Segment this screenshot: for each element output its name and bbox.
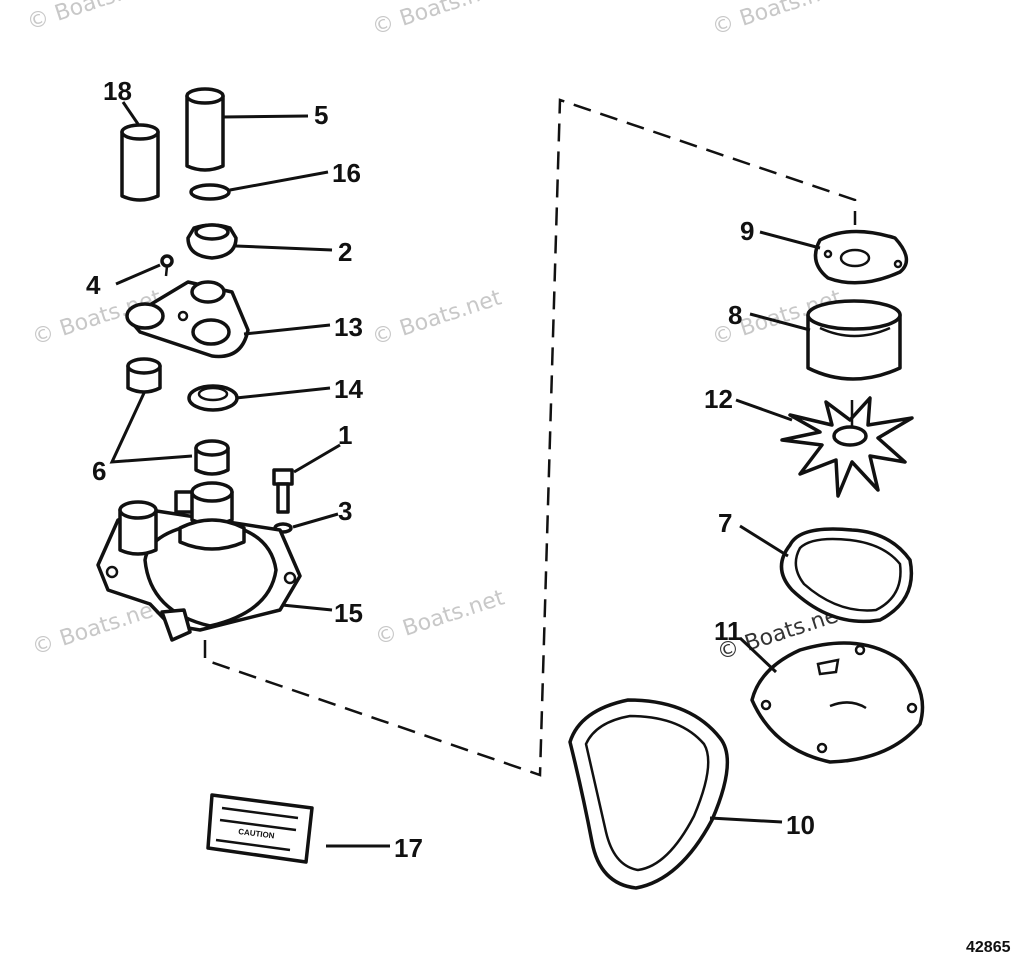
part-16-o-ring — [189, 183, 231, 201]
watermark: © Boats.net — [369, 285, 505, 350]
callout-1: 1 — [338, 420, 352, 450]
callout-6: 6 — [92, 456, 106, 486]
callout-15: 15 — [334, 598, 363, 628]
part-2-seal — [186, 223, 238, 260]
callout-5: 5 — [314, 100, 328, 130]
part-9-plate — [813, 229, 909, 285]
part-14-seal — [187, 384, 239, 412]
callout-8: 8 — [728, 300, 742, 330]
leader-lines — [109, 101, 821, 848]
callout-12: 12 — [704, 384, 733, 414]
callouts: 18 5 16 2 4 13 14 6 1 3 15 9 8 12 7 11 1… — [86, 76, 815, 863]
callout-7: 7 — [718, 508, 732, 538]
part-17-caution-label: CAUTION — [206, 793, 314, 864]
part-18-tube — [120, 123, 160, 202]
part-13-plate — [125, 280, 250, 359]
part-7-gasket — [779, 527, 914, 624]
callout-13: 13 — [334, 312, 363, 342]
callout-14: 14 — [334, 374, 363, 404]
part-1-bolt — [272, 468, 294, 514]
callout-2: 2 — [338, 237, 352, 267]
part-5-tube — [185, 87, 225, 172]
watermark: © Boats.net — [29, 595, 165, 660]
watermark: © Boats.net — [24, 0, 160, 36]
part-6-bushing-lower — [194, 439, 230, 476]
caution-label-text: CAUTION — [238, 827, 275, 840]
callout-3: 3 — [338, 496, 352, 526]
part-10-gasket — [568, 698, 730, 890]
callout-9: 9 — [740, 216, 754, 246]
watermark: © Boats.net — [709, 0, 845, 41]
callout-18: 18 — [103, 76, 132, 106]
part-8-liner — [806, 299, 902, 381]
callout-4: 4 — [86, 270, 101, 300]
part-11-cover — [750, 641, 925, 764]
part-6-bushing-upper — [126, 357, 162, 394]
watermark: © Boats.net — [369, 0, 505, 41]
part-12-impeller — [780, 396, 914, 498]
catalog-number: 42865 — [966, 939, 1011, 956]
callout-17: 17 — [394, 833, 423, 863]
part-15-pump-housing — [96, 481, 302, 642]
watermark: © Boats.net — [372, 585, 508, 650]
callout-11: 11 — [714, 616, 742, 646]
part-4-screw — [160, 254, 174, 277]
callout-10: 10 — [786, 810, 815, 840]
assembly-dashed-line — [203, 98, 857, 777]
callout-16: 16 — [332, 158, 361, 188]
